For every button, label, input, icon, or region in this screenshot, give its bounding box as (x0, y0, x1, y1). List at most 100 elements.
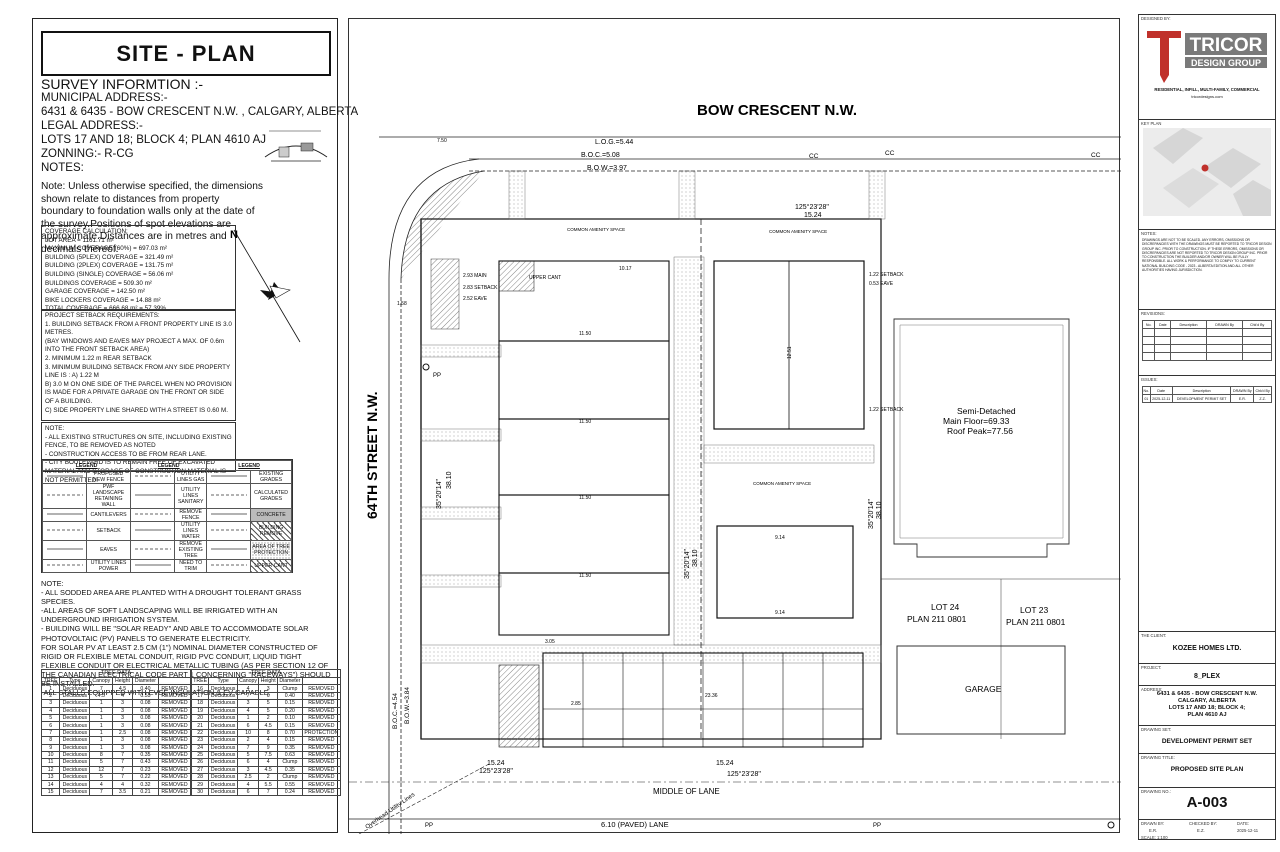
lot24-label: LOT 24 (931, 602, 959, 612)
tree-cell: 4.5 (89, 691, 114, 701)
cant-setback-label: 2.83 SETBACK (463, 285, 498, 291)
tree-cell: 0.32 (131, 780, 160, 789)
walkway (420, 344, 502, 358)
tree-cell: 4 (236, 780, 260, 789)
neighbor-semi-detached (893, 318, 1070, 558)
tree-cell: Deciduous (208, 684, 238, 693)
tree-cell: REMOVED (301, 773, 342, 782)
company-tagline: RESIDENTIAL, INFILL, MULTI-FAMILY, COMME… (1154, 87, 1260, 92)
table-cell: Date (1154, 320, 1172, 329)
corner-detail-drawing (264, 130, 328, 162)
power-pole-icon (422, 363, 430, 371)
tricor-logo: TRICOR DESIGN GROUP (1147, 31, 1267, 83)
side-length-right: 38.10 (876, 501, 883, 519)
power-pole-icon (1107, 821, 1115, 829)
coverage-line: BUILDING (5PLEX) COVERAGE = 321.49 m² (45, 253, 174, 261)
tree-cell: 0.08 (131, 728, 160, 738)
table-cell: 2025-12-11 (1149, 394, 1173, 403)
table-cell: DRAWN By (1230, 386, 1255, 395)
tree-cell: 4 (236, 706, 260, 715)
table-cell: Date (1149, 386, 1173, 395)
tree-cell: 26 (190, 758, 210, 767)
address-line: 6431 & 6435 - BOW CRESCENT N.W. (1156, 691, 1258, 697)
tree-cell: 1 (89, 736, 114, 745)
eave-setback-label: 2.52 EAVE (463, 296, 488, 302)
bow-left-elevation: B.O.W.=3.84 (404, 687, 411, 724)
site-plan-svg: BOW CRESCENT N.W. 64TH STREET N.W. L.O.G… (349, 102, 1121, 834)
tree-cell: 7.5 (258, 750, 278, 760)
legend-symbol (206, 470, 252, 484)
building-unit (498, 494, 670, 574)
tree-cell: 4 (112, 691, 133, 701)
tree-cell: 7 (258, 787, 278, 797)
street-name-top: BOW CRESCENT N.W. (697, 102, 857, 119)
project-name: 8_PLEX (1193, 673, 1221, 680)
tree-table-header: Type (59, 676, 91, 686)
setback-line: 1. BUILDING SETBACK FROM A FRONT PROPERT… (45, 320, 232, 337)
legend-header: LEGEND (130, 460, 208, 471)
tb-notes-label: NOTES: (1141, 231, 1157, 236)
tree-cell: REMOVED (158, 743, 191, 752)
street-name-left: 64TH STREET N.W. (364, 391, 380, 519)
tree-cell: 9 (40, 743, 61, 752)
tree-cell: Deciduous (59, 699, 91, 708)
legend-symbol (42, 483, 87, 509)
tree-cell: Deciduous (59, 721, 91, 730)
landscape-note-line: - BUILDING WILL BE "SOLAR READY" AND ABL… (41, 624, 309, 643)
upper-cant-label: UPPER CANT (529, 275, 561, 281)
municipal-address: 6431 & 6435 - BOW CRESCENT N.W. , CALGAR… (41, 106, 359, 118)
tree-cell: REMOVED (158, 721, 191, 730)
setback-line: B) 3.0 M ON ONE SIDE OF THE PARCEL WHEN … (45, 380, 232, 405)
legend-symbol (206, 508, 252, 522)
tree-cell: 1 (236, 713, 260, 723)
tree-cell: Deciduous (208, 780, 238, 789)
tree-cell: Deciduous (208, 743, 238, 752)
tree-cell: Deciduous (208, 750, 238, 760)
tree-cell: 21 (190, 721, 210, 730)
drawing-title-section: DRAWING TITLE: PROPOSED SITE PLAN (1139, 753, 1275, 787)
tree-cell: 3 (236, 699, 260, 708)
tree-cell: REMOVED (301, 736, 342, 745)
overhead-utility-label: Overhead Utility Lines (365, 792, 417, 831)
legend-label: UPPER CANT (250, 559, 292, 573)
legend-symbol (42, 521, 87, 541)
tree-table-header: TREE (40, 676, 61, 686)
legend-symbol (42, 470, 87, 484)
tree-cell: 11 (40, 758, 61, 767)
side-length: 38.10 (446, 471, 453, 489)
tree-cell: 7 (236, 691, 260, 701)
building-unit (498, 572, 670, 636)
tree-cell: Deciduous (208, 758, 238, 767)
project-label: PROJECT: (1141, 665, 1162, 670)
company-website[interactable]: tricordesigns.com (1191, 94, 1223, 99)
tree-cell: REMOVED (158, 691, 191, 701)
right-setback-label: 1.22 SETBACK (869, 272, 904, 278)
tree-cell: 0.70 (276, 728, 303, 738)
tree-cell: 5 (258, 699, 278, 708)
tree-cell: 5.5 (258, 780, 278, 789)
tree-cell: 28 (190, 773, 210, 782)
tree-cell: 3 (112, 713, 133, 723)
legal-address-label: LEGAL ADDRESS:- (41, 120, 143, 132)
tree-cell: 3.5 (112, 787, 133, 797)
tree-cell: 7 (112, 758, 133, 767)
tree-table-header: Height (112, 676, 133, 686)
coverage-line: BUILDING (2PLEX) COVERAGE = 131.75 m² (45, 262, 174, 270)
tree-table-header: Canopy (236, 676, 260, 686)
tree-cell: 30 (190, 787, 210, 797)
legend-symbol (42, 540, 87, 560)
tree-cell: Deciduous (208, 765, 238, 775)
address-line: CALGARY, ALBERTA (1177, 698, 1237, 704)
front-depth-dim: 10.17 (619, 266, 632, 272)
walkway (420, 574, 502, 588)
